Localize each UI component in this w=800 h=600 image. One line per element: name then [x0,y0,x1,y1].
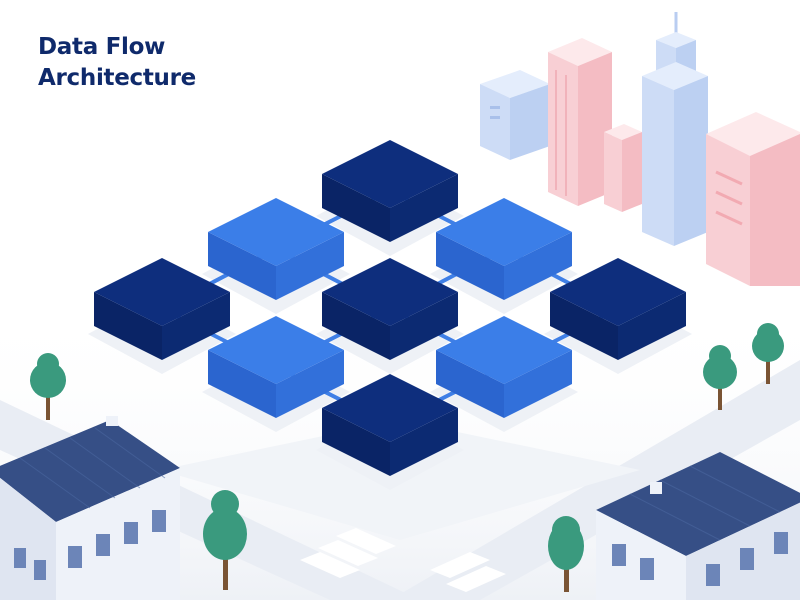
node-center [322,258,458,360]
node-left [94,258,230,360]
node-top-face [94,258,230,326]
node-side-left [322,292,390,360]
tower-window [490,106,500,109]
node-side-left [436,232,504,300]
tree-icon [548,516,584,592]
node-lower-left [208,316,344,418]
nodes [94,140,686,476]
tree-icon [30,353,66,420]
node-top [322,140,458,242]
node-top-face [208,198,344,266]
node-lower-right [436,316,572,418]
node-right [550,258,686,360]
node-top-face [550,258,686,326]
node-top-face [322,374,458,442]
node-side-right [390,292,458,360]
tree-icon [752,323,784,384]
tower-pink-right [706,112,800,286]
node-side-left [322,174,390,242]
node-side-left [208,232,276,300]
node-top-face [436,198,572,266]
node-bottom [322,374,458,476]
node-side-right [504,232,572,300]
node-side-left [208,350,276,418]
tower-blue-tall [642,12,708,246]
node-top-face [322,140,458,208]
node-side-left [322,408,390,476]
crosswalk-right [430,552,506,592]
tree-icon [203,490,247,590]
tower-pink-short [604,124,642,212]
node-side-right [276,232,344,300]
tower-window [490,116,500,119]
node-side-right [162,292,230,360]
node-side-right [276,350,344,418]
node-upper-right [436,198,572,300]
page-title: Data Flow Architecture [38,32,196,94]
tower-pink-tall [548,38,612,206]
node-top-face [322,258,458,326]
tower-small-blue [480,70,550,160]
node-side-left [94,292,162,360]
node-top-face [436,316,572,384]
tree-icon [703,345,737,410]
node-top-face [208,316,344,384]
building-left [0,416,180,600]
building-right [596,452,800,600]
node-side-left [550,292,618,360]
title-line-1: Data Flow [38,34,166,60]
node-side-right [390,174,458,242]
node-side-right [618,292,686,360]
node-side-right [390,408,458,476]
node-side-right [504,350,572,418]
crosswalk-left [300,528,396,578]
node-side-left [436,350,504,418]
title-line-2: Architecture [38,65,196,91]
node-upper-left [208,198,344,300]
